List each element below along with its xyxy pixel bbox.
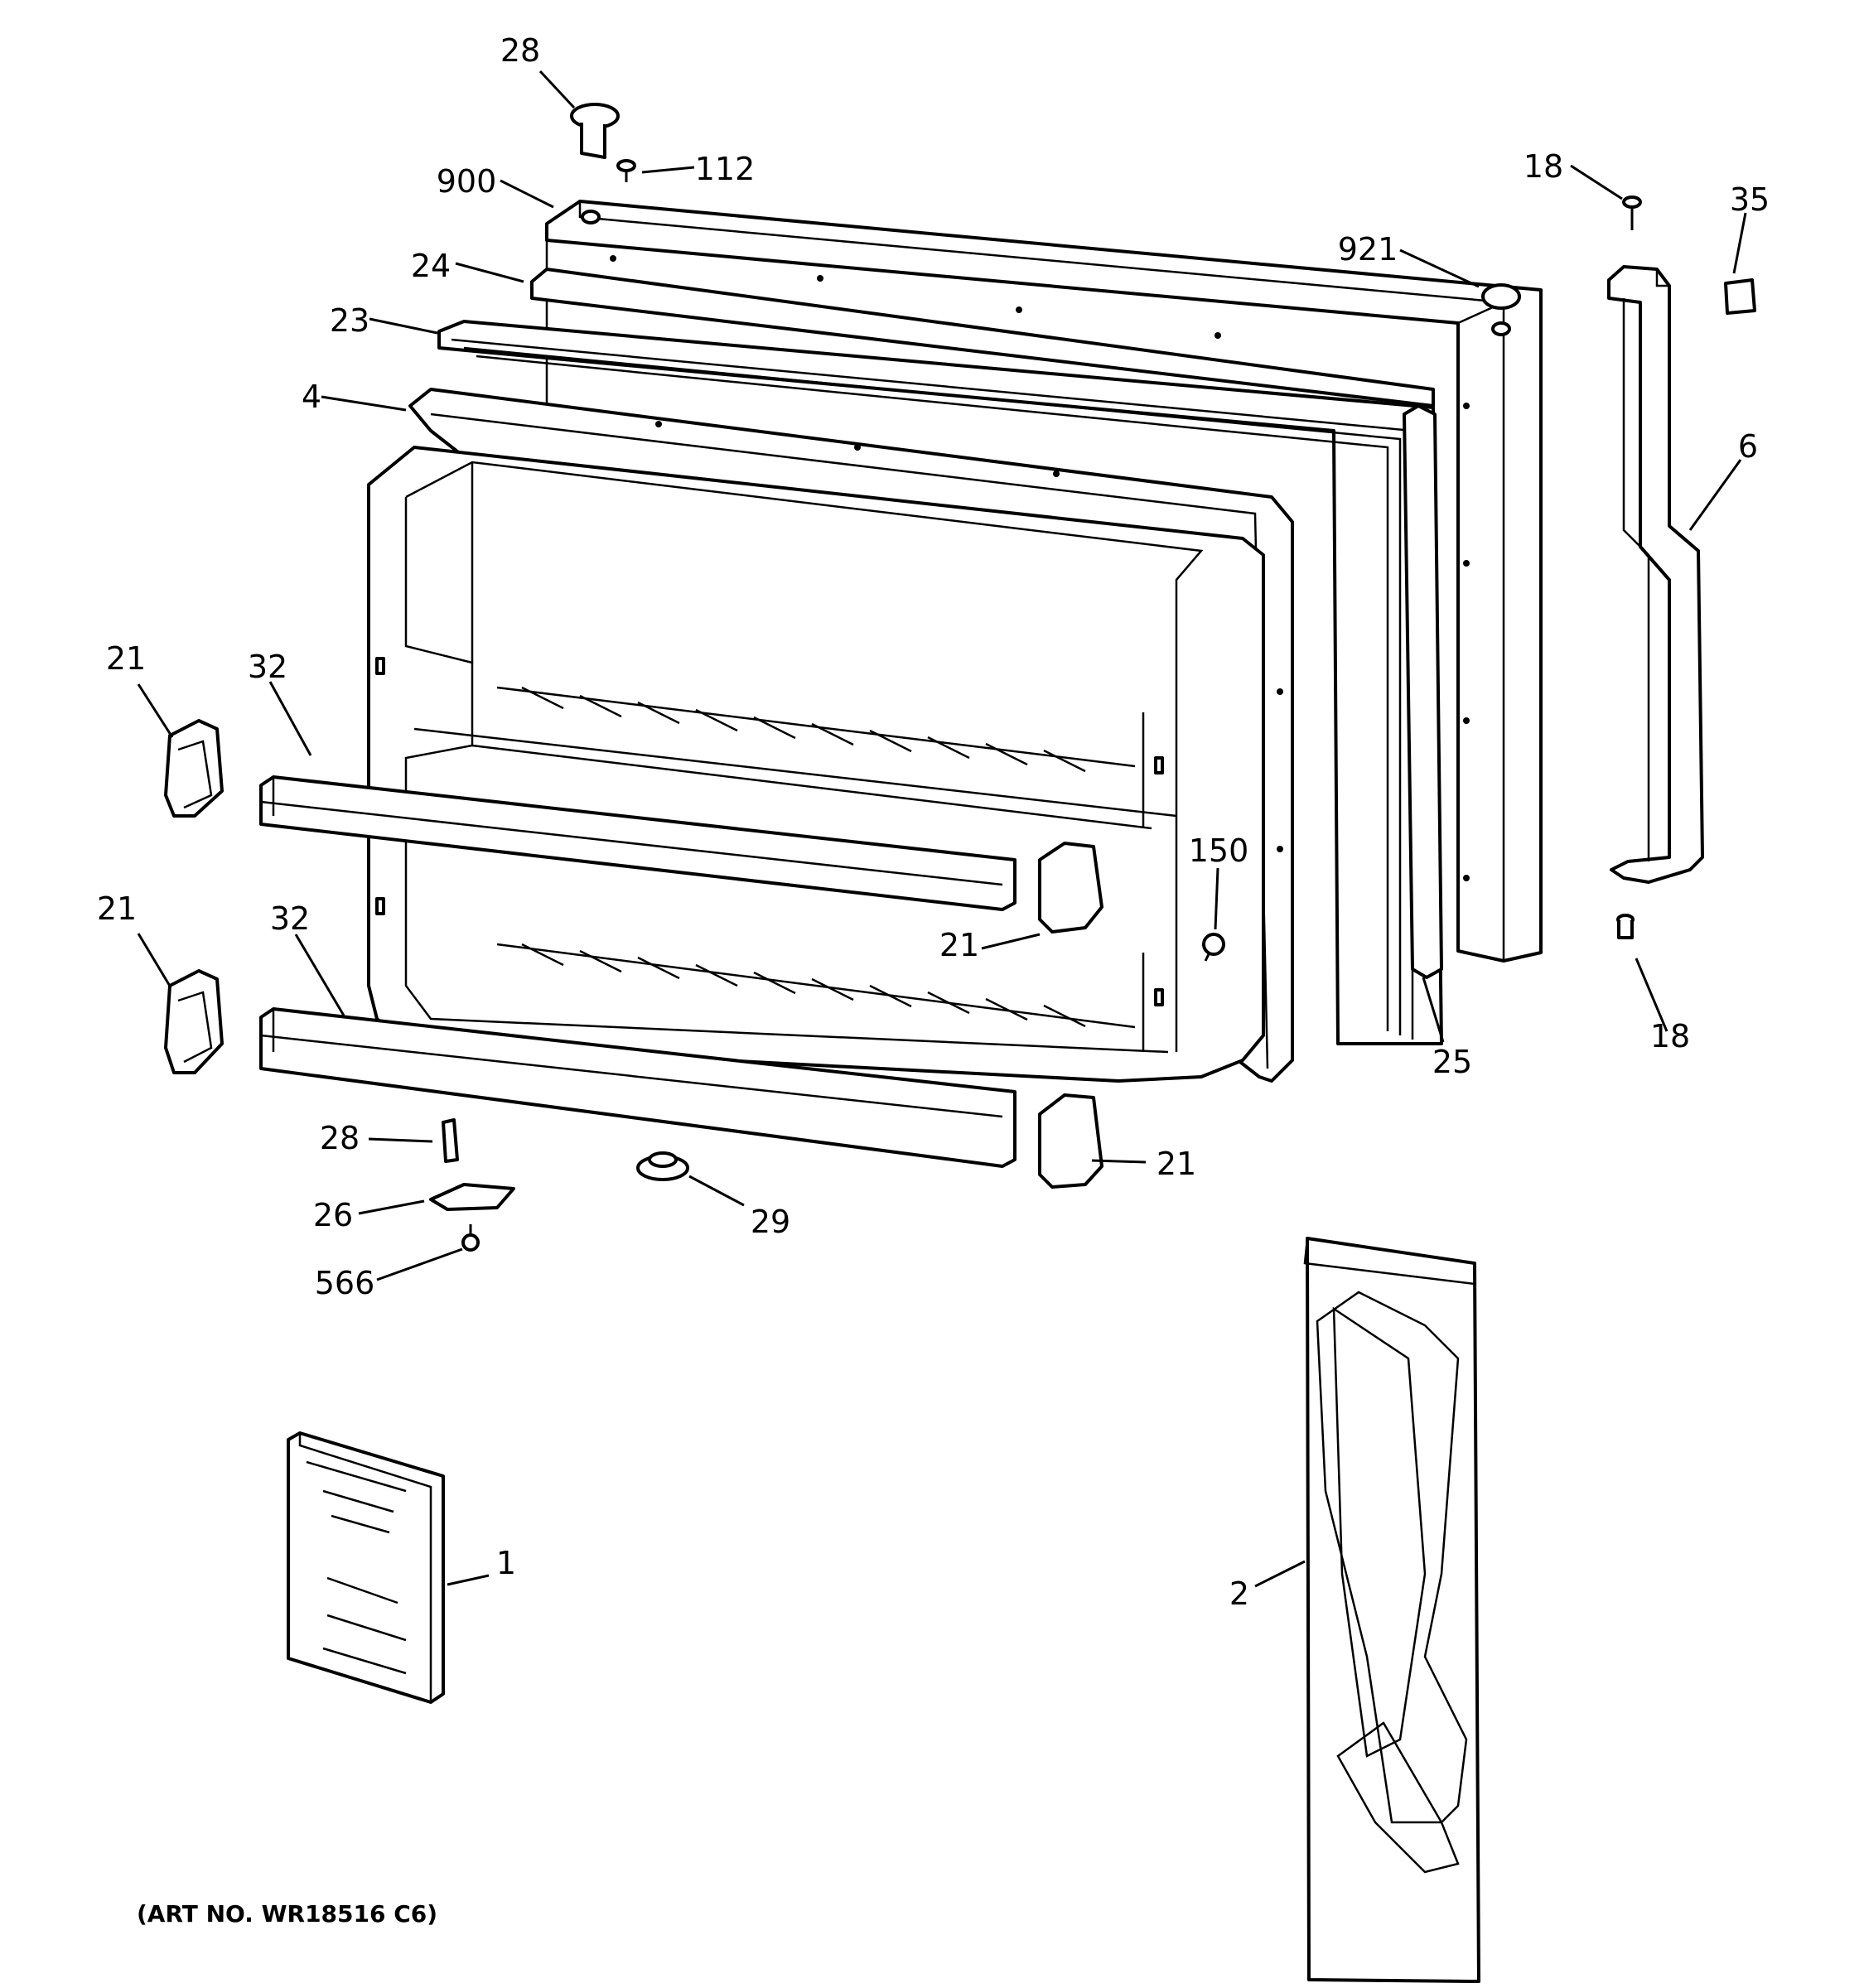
door-liner (367, 446, 1265, 1083)
callout-112: 112 (695, 151, 756, 187)
callout-4: 4 (302, 379, 321, 415)
callout-21-right-upper: 21 (939, 927, 979, 963)
callout-566: 566 (315, 1265, 375, 1301)
callout-6: 6 (1738, 428, 1758, 465)
callout-29: 29 (751, 1204, 790, 1240)
callout-35: 35 (1730, 181, 1770, 218)
callout-21-left-lower: 21 (97, 890, 137, 927)
callout-32-lower: 32 (270, 900, 310, 937)
hinge-pin-bottom (442, 1118, 459, 1163)
callout-28-top: 28 (500, 32, 540, 69)
callout-1: 1 (496, 1545, 516, 1581)
door-panel-insert (1303, 1237, 1480, 1983)
callout-24: 24 (411, 248, 451, 284)
callout-900: 900 (437, 163, 497, 200)
hinge-pin-top (570, 103, 620, 159)
screw-150 (1202, 933, 1225, 962)
shelf-end-cap-right-lower (1038, 1093, 1103, 1189)
door-gasket-strip (530, 268, 1435, 408)
screw-18-top (1622, 195, 1642, 230)
screw-566 (461, 1224, 480, 1252)
door-handle (1607, 265, 1704, 884)
callout-150: 150 (1189, 832, 1249, 869)
hinge-bracket (429, 1183, 515, 1211)
callout-23: 23 (330, 302, 369, 339)
plug-button (1481, 283, 1521, 310)
callout-2: 2 (1229, 1575, 1249, 1612)
shelf-end-cap-left-lower (164, 969, 224, 1074)
owners-manual (287, 1431, 445, 1704)
shelf-end-cap-right-upper (1038, 842, 1103, 934)
callout-21-right-lower: 21 (1157, 1146, 1196, 1182)
screw-18-bottom (1616, 914, 1635, 939)
callout-26: 26 (313, 1197, 353, 1233)
callout-18-bottom: 18 (1650, 1018, 1690, 1054)
art-number: (ART NO. WR18516 C6) (137, 1900, 437, 1928)
shelf-end-cap-left-upper (164, 719, 224, 818)
shelf-bar-upper (259, 775, 1017, 911)
callout-18-top: 18 (1524, 148, 1563, 185)
shelf-bar-lower (259, 1007, 1017, 1168)
leader-lines (137, 70, 1747, 1588)
handle-end-cap (1724, 278, 1756, 315)
callout-labels: 28 112 900 24 23 4 921 18 35 6 21 32 21 … (97, 32, 1770, 1612)
callout-921: 921 (1338, 231, 1398, 268)
callout-32-upper: 32 (248, 649, 287, 685)
callout-21-left-upper: 21 (106, 640, 146, 677)
bushing-29 (636, 1151, 689, 1181)
callout-25: 25 (1432, 1044, 1472, 1080)
callout-28-bottom: 28 (320, 1120, 360, 1156)
door-seal-strip (1403, 404, 1443, 979)
screw-112 (616, 159, 636, 182)
